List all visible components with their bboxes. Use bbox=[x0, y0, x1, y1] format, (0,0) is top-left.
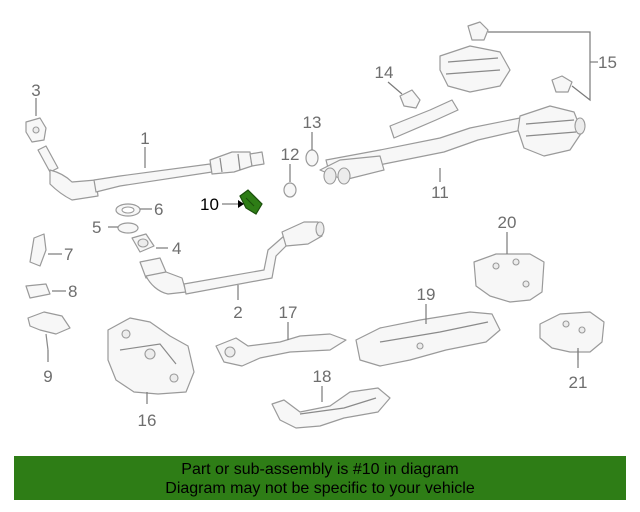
part-12-hanger[interactable] bbox=[283, 182, 297, 198]
part-4-flange[interactable] bbox=[131, 233, 155, 253]
callout-16[interactable]: 16 bbox=[138, 411, 157, 430]
part-7-clip[interactable] bbox=[29, 233, 47, 267]
part-9-bracket[interactable] bbox=[27, 311, 71, 351]
part-15-isolator[interactable] bbox=[467, 21, 573, 93]
part-1-front-pipe[interactable] bbox=[37, 145, 265, 201]
part-10-bracket-highlighted[interactable] bbox=[239, 189, 263, 215]
callout-21[interactable]: 21 bbox=[569, 373, 588, 392]
part-19-heat-shield[interactable] bbox=[355, 311, 501, 367]
callout-10[interactable]: 10 bbox=[200, 195, 219, 214]
banner-line-2: Diagram may not be specific to your vehi… bbox=[165, 480, 475, 497]
part-2-rear-pipe[interactable] bbox=[139, 221, 325, 295]
part-20-heat-shield[interactable] bbox=[473, 253, 545, 303]
part-13-hanger[interactable] bbox=[305, 149, 319, 167]
callout-14[interactable]: 14 bbox=[375, 63, 394, 82]
callout-18[interactable]: 18 bbox=[313, 367, 332, 386]
callout-4[interactable]: 4 bbox=[172, 239, 181, 258]
part-18-heat-shield[interactable] bbox=[271, 387, 391, 429]
part-6-gasket[interactable] bbox=[115, 203, 141, 217]
callout-9[interactable]: 9 bbox=[43, 367, 52, 386]
callout-11[interactable]: 11 bbox=[431, 183, 449, 202]
callout-5[interactable]: 5 bbox=[92, 218, 101, 237]
callout-3[interactable]: 3 bbox=[31, 81, 40, 100]
part-8-clip[interactable] bbox=[25, 283, 51, 299]
part-11-muffler-assembly[interactable] bbox=[319, 45, 586, 185]
part-5-gasket[interactable] bbox=[117, 222, 139, 234]
callout-2[interactable]: 2 bbox=[233, 303, 242, 322]
callout-6[interactable]: 6 bbox=[154, 200, 163, 219]
callout-20[interactable]: 20 bbox=[498, 213, 517, 232]
callout-17[interactable]: 17 bbox=[279, 303, 298, 322]
callout-13[interactable]: 13 bbox=[303, 113, 322, 132]
part-17-heat-shield[interactable] bbox=[215, 333, 347, 367]
callout-19[interactable]: 19 bbox=[417, 285, 436, 304]
info-banner: Part or sub-assembly is #10 in diagram D… bbox=[14, 456, 626, 500]
part-3-bracket[interactable] bbox=[25, 117, 47, 143]
part-14-hanger[interactable] bbox=[399, 89, 421, 109]
banner-line-1: Part or sub-assembly is #10 in diagram bbox=[181, 461, 459, 478]
callout-15[interactable]: 15 bbox=[598, 53, 617, 72]
callout-12[interactable]: 12 bbox=[281, 145, 300, 164]
callout-8[interactable]: 8 bbox=[68, 282, 77, 301]
callout-7[interactable]: 7 bbox=[64, 245, 73, 264]
callout-1[interactable]: 1 bbox=[140, 129, 149, 148]
part-16-heat-shield[interactable] bbox=[107, 317, 195, 395]
part-21-heat-shield[interactable] bbox=[539, 311, 605, 360]
